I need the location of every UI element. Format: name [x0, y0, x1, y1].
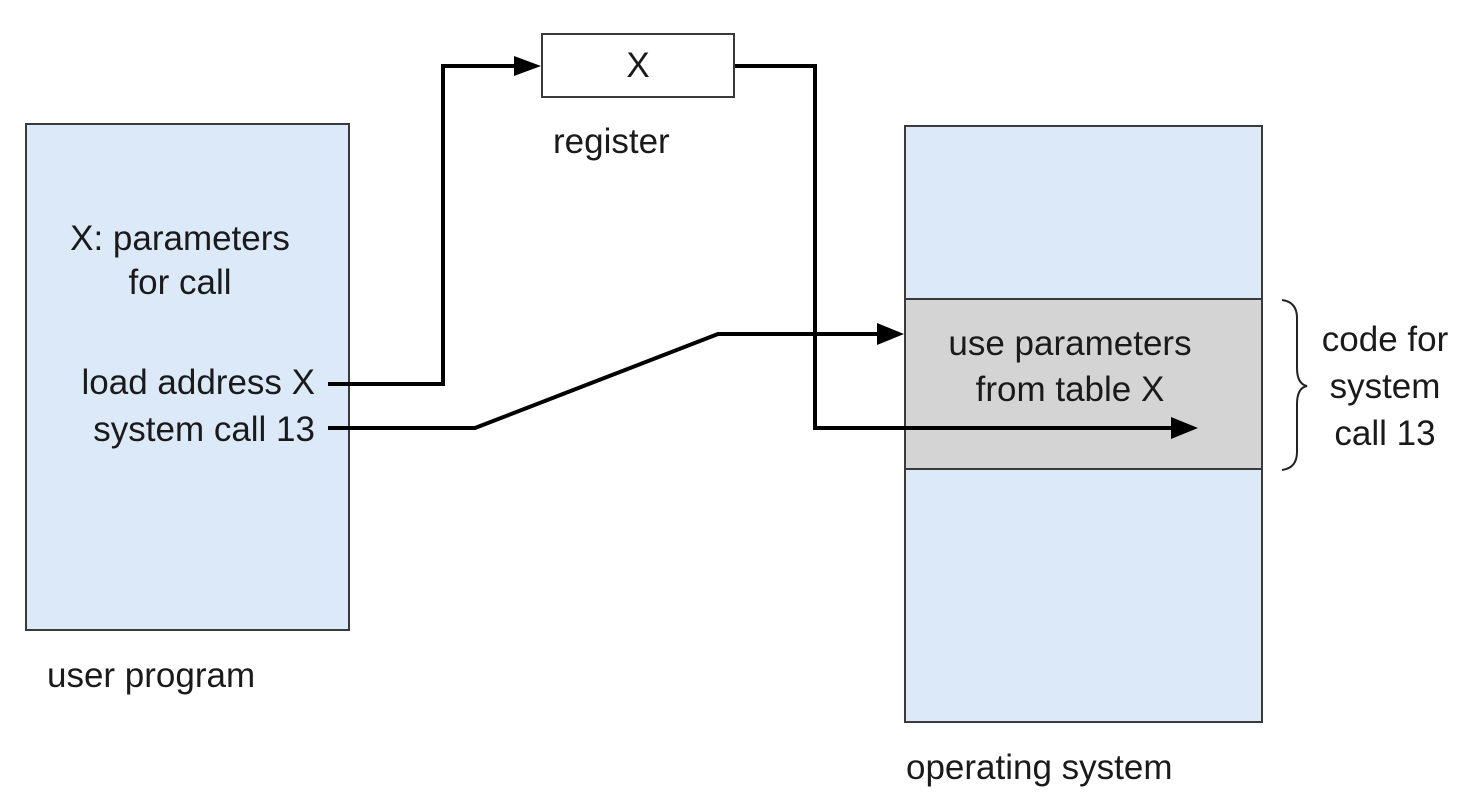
system-call-arrowhead	[877, 323, 904, 345]
brace-label-line-3: call 13	[1334, 414, 1436, 453]
params-line-1: X: parameters	[70, 219, 290, 258]
system-call-instruction: system call 13	[93, 410, 315, 449]
code-line-1: use parameters	[948, 324, 1192, 363]
register-box: X	[541, 33, 735, 98]
brace-label-line-1: code for	[1321, 320, 1449, 359]
user-program-block	[25, 123, 350, 631]
user-program-label: user program	[47, 656, 256, 695]
register-arrowhead	[514, 56, 541, 76]
system-call-to-code-arrow	[328, 332, 886, 430]
params-line-2: for call	[128, 263, 232, 302]
load-address-to-register-arrow	[328, 64, 531, 386]
register-label: register	[553, 122, 670, 161]
register-value: X	[626, 45, 650, 85]
brace-label-line-2: system	[1329, 367, 1441, 406]
operating-system-label: operating system	[906, 748, 1173, 787]
load-address-instruction: load address X	[81, 363, 315, 402]
code-line-2: from table X	[975, 370, 1165, 409]
